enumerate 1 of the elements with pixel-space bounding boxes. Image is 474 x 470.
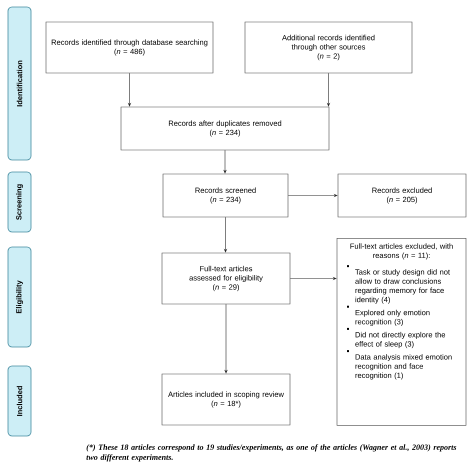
- caption: (*) These 18 articles correspond to 19 studies/experiments, as one of the articles (Wagner et al., 2003) reports two different experiments.: [86, 444, 456, 462]
